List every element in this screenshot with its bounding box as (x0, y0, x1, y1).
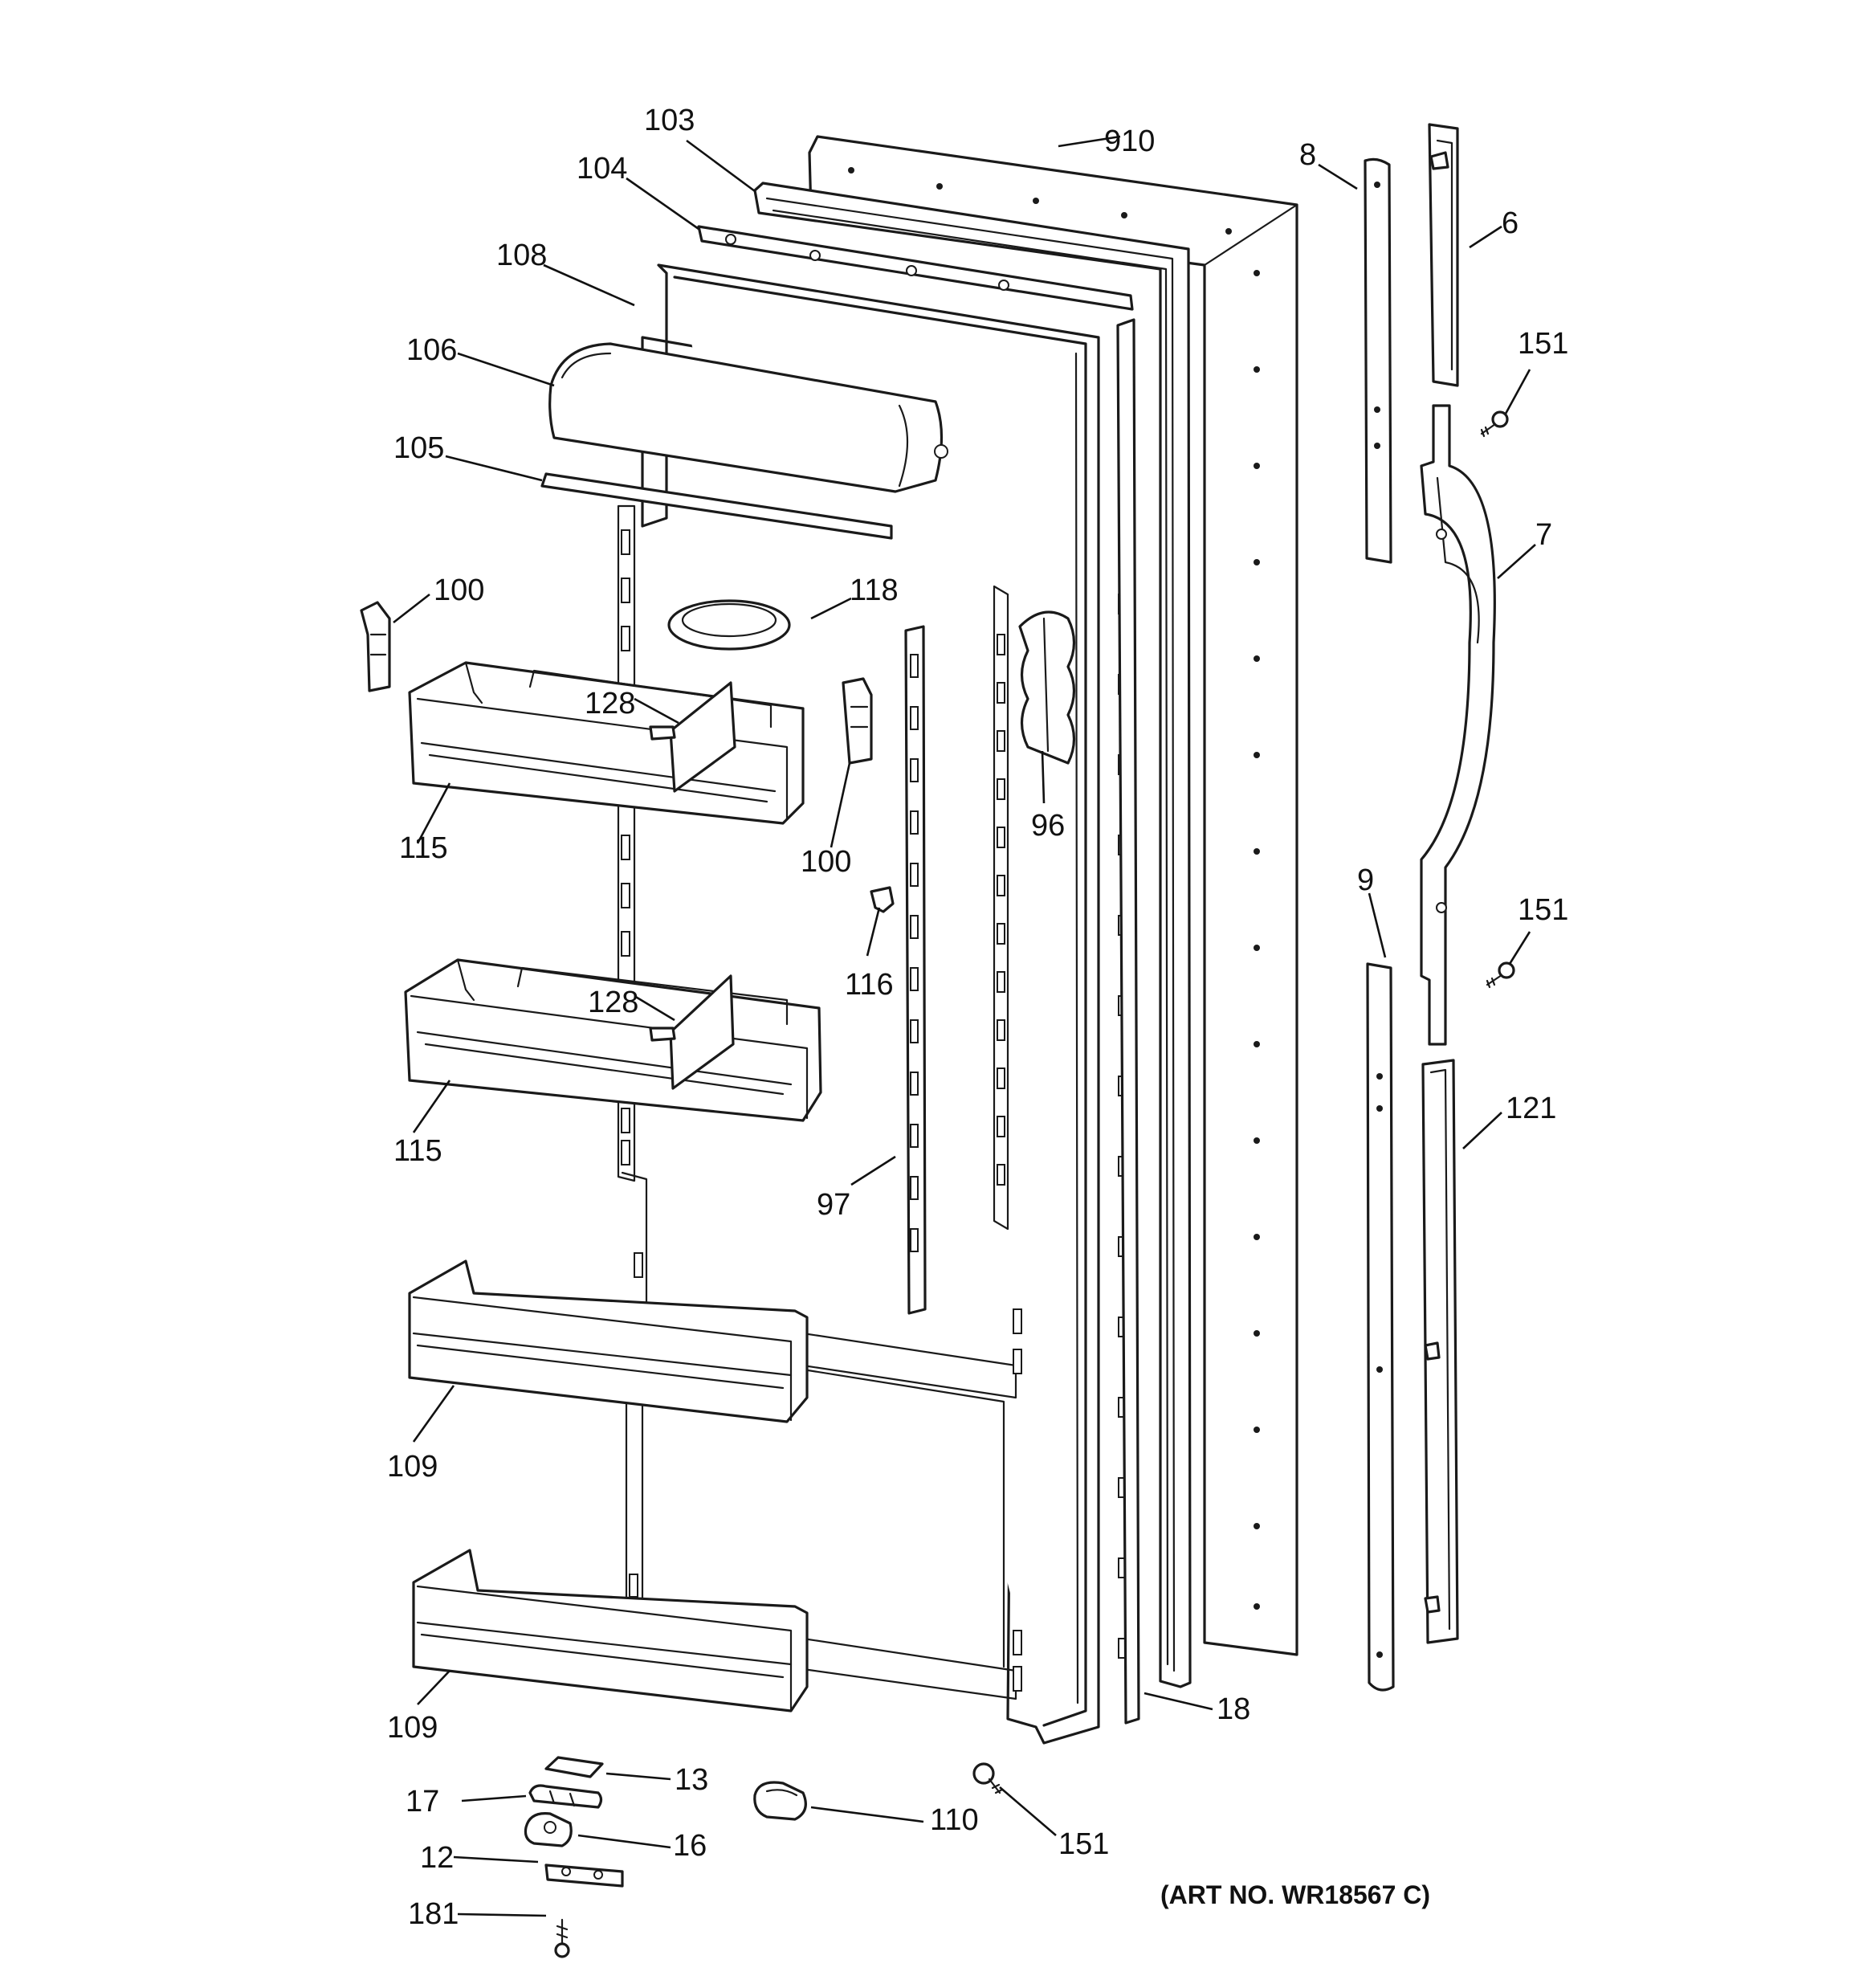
callout-109-lower: 109 (387, 1711, 438, 1745)
callout-17: 17 (406, 1785, 439, 1819)
door-shelf-bin-middle (404, 958, 822, 1122)
callout-151-middle: 151 (1518, 893, 1568, 927)
callout-118: 118 (850, 574, 899, 607)
oval-vent-cover (667, 599, 791, 651)
shelf-support-right (842, 677, 873, 765)
callout-16: 16 (673, 1829, 707, 1863)
shelf-support-left (360, 601, 391, 692)
hinge-bracket (544, 1863, 624, 1888)
handle-end-cap-upper (1428, 123, 1459, 387)
callout-6: 6 (1502, 206, 1519, 240)
shelf-divider-upper (649, 681, 736, 793)
callout-13: 13 (675, 1763, 708, 1797)
dairy-door-hinge-strip (540, 472, 893, 540)
callout-96: 96 (1031, 809, 1065, 843)
callout-100-upper: 100 (434, 574, 484, 607)
top-trim (697, 225, 1134, 311)
door-gasket (753, 182, 1192, 1688)
callout-105: 105 (393, 431, 444, 465)
screw-middle (1486, 961, 1515, 989)
rail-part-96 (1018, 610, 1076, 765)
callout-103: 103 (644, 104, 695, 137)
adjustable-rail (904, 625, 927, 1315)
callout-labels: 103 910 104 108 106 105 100 118 128 115 … (387, 104, 1568, 1931)
callout-121: 121 (1506, 1092, 1556, 1125)
leader-lines (393, 135, 1536, 1917)
callout-100-lower: 100 (801, 845, 851, 879)
hinge-cap (753, 1781, 807, 1821)
callout-109-upper: 109 (387, 1450, 438, 1484)
callout-128-upper: 128 (585, 687, 635, 720)
handle-end-cap-lower (1421, 1059, 1459, 1644)
lower-handle-trim (1366, 962, 1395, 1692)
callout-108: 108 (496, 239, 547, 272)
door-bin-lower (412, 1549, 809, 1712)
callout-106: 106 (406, 333, 457, 367)
screw-lower (972, 1762, 1004, 1794)
callout-115-lower: 115 (393, 1134, 442, 1168)
callout-7: 7 (1535, 518, 1552, 552)
clip-116 (870, 886, 895, 913)
callout-97: 97 (817, 1188, 850, 1222)
hinge-bushing (524, 1812, 573, 1847)
door-handle (1420, 404, 1496, 1046)
callout-110: 110 (930, 1803, 979, 1837)
callout-115-upper: 115 (399, 831, 448, 865)
hinge-shim (544, 1756, 604, 1778)
callout-8: 8 (1299, 138, 1316, 172)
callout-181: 181 (408, 1897, 459, 1931)
callout-116: 116 (845, 968, 894, 1002)
dairy-compartment-door (548, 342, 948, 493)
vertical-strip (1116, 318, 1140, 1725)
callout-128-lower: 128 (588, 986, 638, 1019)
art-number-caption: (ART NO. WR18567 C) (1160, 1880, 1430, 1909)
screw-upper (1480, 410, 1509, 438)
upper-handle-trim (1364, 157, 1392, 564)
callout-910: 910 (1104, 125, 1155, 158)
callout-151-lower: 151 (1058, 1827, 1109, 1861)
callout-104: 104 (577, 152, 627, 186)
callout-18: 18 (1217, 1692, 1250, 1726)
shelf-divider-middle (649, 974, 735, 1090)
hinge-screw (554, 1918, 570, 1958)
door-bin-upper (408, 1259, 809, 1423)
callout-9: 9 (1357, 863, 1374, 897)
callout-151-upper: 151 (1518, 327, 1568, 361)
hinge-spacer (528, 1784, 603, 1809)
callout-12: 12 (420, 1841, 454, 1875)
